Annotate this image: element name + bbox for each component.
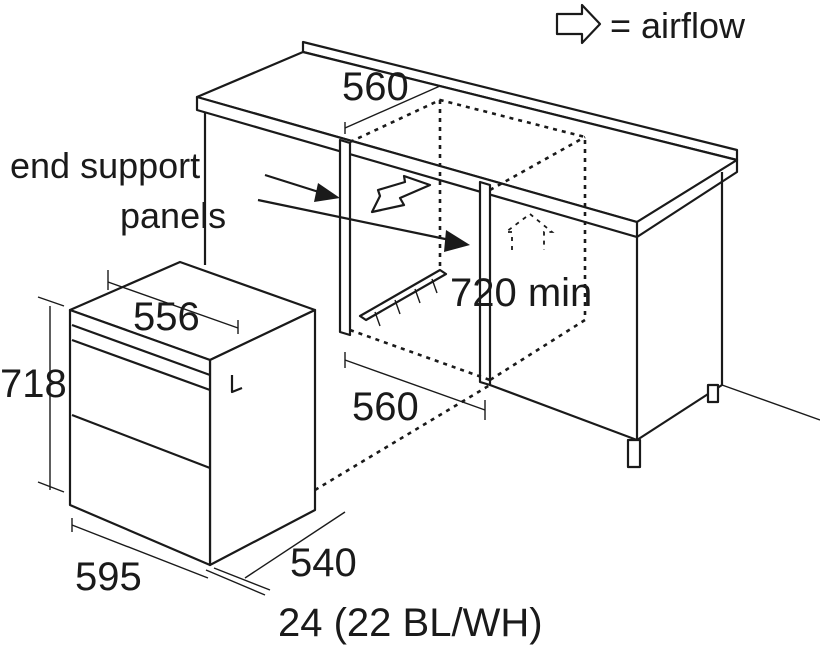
airflow-arrow-icon: [555, 3, 602, 45]
oven-handle: [230, 375, 243, 394]
end-support-label-line2: panels: [120, 195, 226, 236]
legend-text: = airflow: [610, 5, 746, 46]
right-cabinet: [478, 172, 820, 469]
left-end-panel: [203, 112, 352, 337]
oven-front-width-label: 595: [75, 555, 142, 599]
end-support-pointers: [257, 173, 470, 252]
end-support-label-line1: end support: [10, 145, 200, 186]
front-offset-label: 24 (22 BL/WH): [278, 601, 543, 645]
niche-height-label: 720 min: [450, 271, 592, 315]
countertop: [195, 40, 739, 239]
oven: [68, 260, 317, 567]
dimension-lines: [37, 85, 486, 596]
oven-top-width-label: 556: [133, 295, 200, 339]
support-rail: [358, 268, 448, 327]
airflow-out-arrow-icon: [370, 174, 432, 214]
niche-width-top-label: 560: [342, 65, 409, 109]
oven-height-label: 718: [0, 362, 67, 406]
oven-depth-label: 540: [290, 541, 357, 585]
niche-width-bottom-label: 560: [352, 385, 419, 429]
airflow-up-arrow-icon: [503, 212, 555, 250]
niche-outline: [314, 98, 587, 492]
